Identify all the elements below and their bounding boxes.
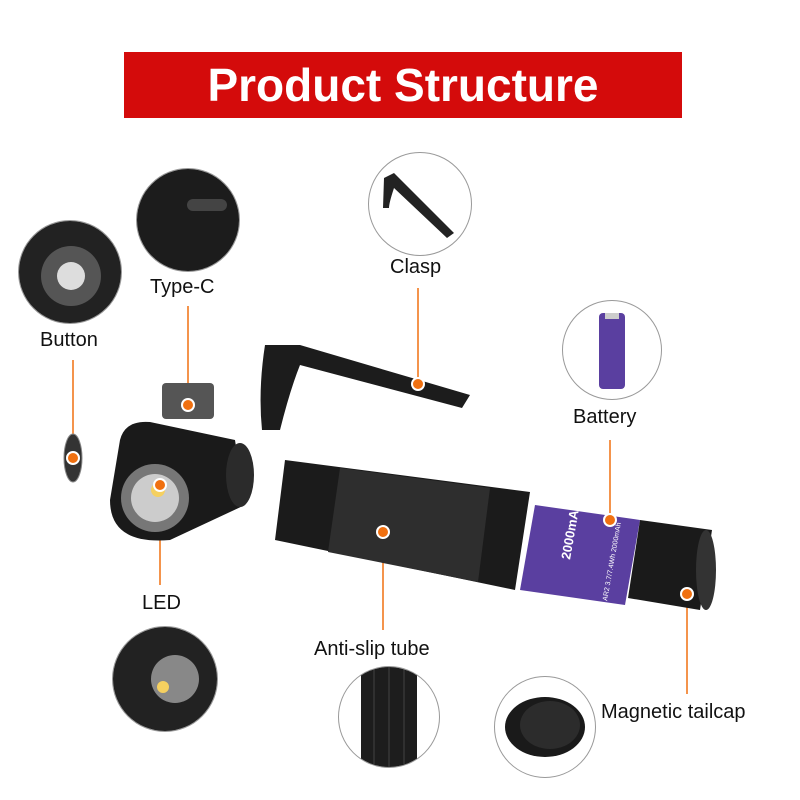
button-detail-circle	[18, 220, 122, 324]
label-magnetic-tailcap: Magnetic tailcap	[601, 701, 746, 723]
battery-detail-circle	[562, 300, 662, 400]
label-button: Button	[40, 329, 98, 351]
label-anti-slip-tube: Anti-slip tube	[314, 638, 430, 660]
type-c-detail-circle	[136, 168, 240, 272]
title-banner: Product Structure	[124, 52, 682, 118]
tailcap-detail-circle	[494, 676, 596, 778]
anti-slip-tube	[275, 460, 530, 590]
tube-detail-circle	[338, 666, 440, 768]
clasp-detail-circle	[368, 152, 472, 256]
clasp-part	[260, 345, 470, 430]
magnetic-tailcap	[628, 520, 716, 610]
label-battery: Battery	[573, 406, 637, 428]
battery-part: 2000mAh AR2 3.7/7.4Wh 2000mAh	[520, 501, 640, 605]
marker-dots	[66, 377, 694, 601]
flashlight-head	[110, 421, 254, 541]
page-title: Product Structure	[207, 59, 599, 111]
label-type-c: Type-C	[150, 276, 215, 298]
label-led: LED	[142, 592, 181, 614]
led-detail-circle	[112, 626, 218, 732]
label-clasp: Clasp	[390, 256, 442, 278]
